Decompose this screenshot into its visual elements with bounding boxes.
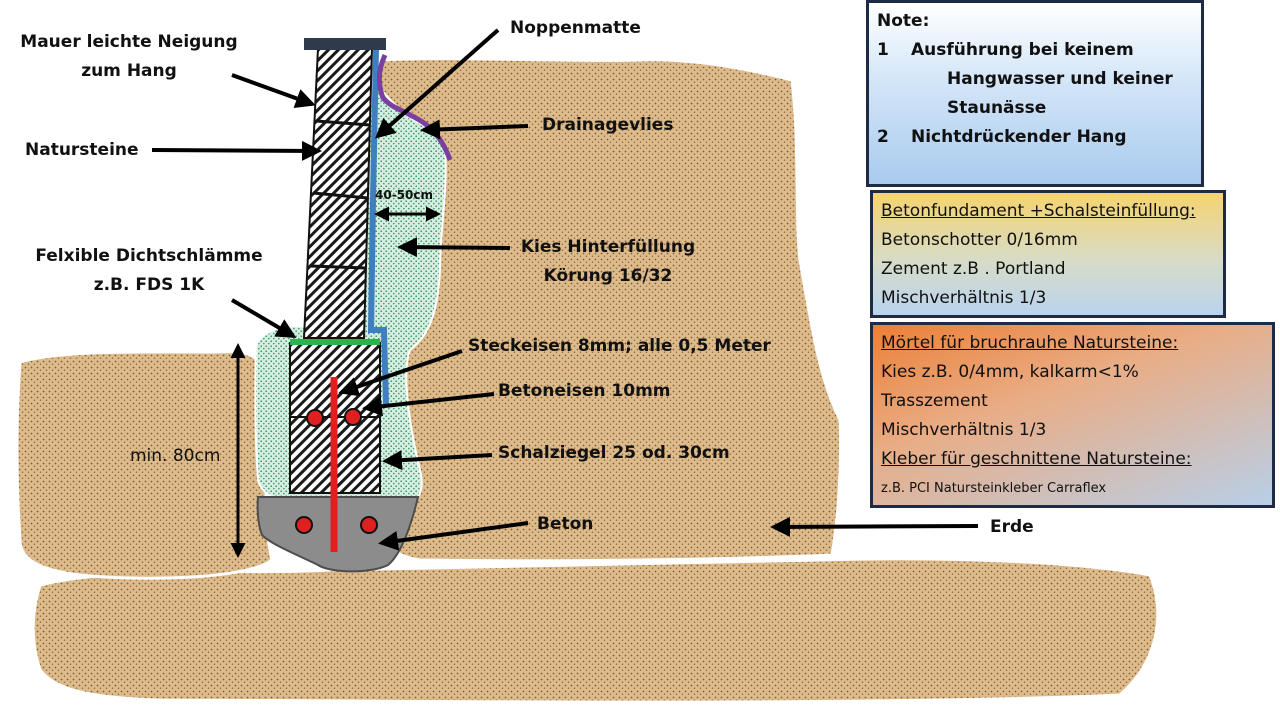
label-kies: Kies Hinterfüllung Körung 16/32 [508,233,708,291]
rebar-dot-2 [344,408,362,426]
note-item-1-line-3: Staunässe [947,98,1047,118]
label-natursteine: Natursteine [25,140,139,160]
label-dichtschlaemme: Felxible Dichtschlämme z.B. FDS 1K [18,242,280,300]
label-beton: Beton [537,514,594,534]
label-erde: Erde [990,517,1034,537]
arrow-noppenmatte [375,28,500,139]
arrow-drainagevlies [420,119,529,140]
dimple-membrane [367,49,389,406]
arrow-natursteine [151,140,322,161]
mortar-line: Kies z.B. 0/4mm, kalkarm<1% [881,362,1139,382]
mortar-box: Mörtel für bruchrauhe Natursteine: Kies … [870,322,1275,508]
label-schalziegel: Schalziegel 25 od. 30cm [498,443,730,463]
concrete-mix-line: Betonschotter 0/16mm [881,230,1078,250]
rebar-dot-1 [306,409,324,427]
arrow-beton [378,521,529,551]
arrow-schalziegel [382,450,493,471]
label-tiefe: min. 80cm [130,446,221,466]
note-item-2-number: 2 [877,127,889,147]
ground-lower [31,557,1160,704]
label-betoneisen: Betoneisen 10mm [498,381,671,401]
arrow-betoneisen [362,392,495,417]
label-mauer-line-2: zum Hang [81,61,177,81]
ground-left [15,350,274,580]
concrete-mix-line: Mischverhältnis 1/3 [881,288,1047,308]
label-noppenmatte: Noppenmatte [510,18,641,38]
arrow-dichtschlaemme [230,298,297,339]
arrow-kies [397,237,511,258]
note-item-1-number: 1 [877,40,889,60]
note-item-2: 2 Nichtdrückender Hang [877,123,1193,152]
note-title: Note: [877,11,930,31]
cap-stone [304,38,386,50]
concrete-mix-line: Zement z.B . Portland [881,259,1066,279]
adhesive-title: Kleber für geschnittene Natursteine: [881,449,1192,469]
concrete-mix-box: Betonfundament +Schalsteinfüllung: Beton… [870,190,1226,318]
concrete-mix-title: Betonfundament +Schalsteinfüllung: [881,201,1196,221]
concrete-foundation [256,496,420,573]
stone-joint-2 [312,191,369,200]
sealing-slurry [290,339,380,345]
label-steckeisen: Steckeisen 8mm; alle 0,5 Meter [468,336,771,356]
label-dichtschlaemme-line-2: z.B. FDS 1K [93,275,205,295]
note-item-1-line-1: Ausführung bei keinem [911,40,1134,60]
mortar-line: Trasszement [881,391,988,411]
note-box: Note: 1 Ausführung bei keinem Hangwasser … [866,0,1204,187]
label-kies-line-1: Kies Hinterfüllung [520,237,696,257]
mortar-line: Mischverhältnis 1/3 [881,420,1047,440]
arrow-mauer [231,73,316,108]
label-drainagevlies: Drainagevlies [542,115,674,135]
note-item-1-line-2: Hangwasser und keiner [947,69,1173,89]
adhesive-product: z.B. PCI Natursteinkleber Carraflex [881,481,1107,496]
stone-joint-1 [315,119,371,127]
rebar-dot-4 [360,516,378,534]
mortar-title: Mörtel für bruchrauhe Natursteine: [881,333,1179,353]
label-mauer-line-1: Mauer leichte Neigung [20,32,238,52]
rebar-dot-3 [295,516,313,534]
note-item-2-line-1: Nichtdrückender Hang [911,127,1127,147]
label-mauer: Mauer leichte Neigung zum Hang [14,28,244,86]
label-dichtschlaemme-line-1: Felxible Dichtschlämme [35,246,263,266]
note-item-1: 1 Ausführung bei keinem [877,36,1193,65]
label-kies-line-2: Körung 16/32 [543,266,673,286]
label-abstand: 40-50cm [375,188,433,202]
stone-joint-3 [309,264,367,270]
arrow-steckeisen [338,349,463,397]
arrow-erde [770,516,979,537]
